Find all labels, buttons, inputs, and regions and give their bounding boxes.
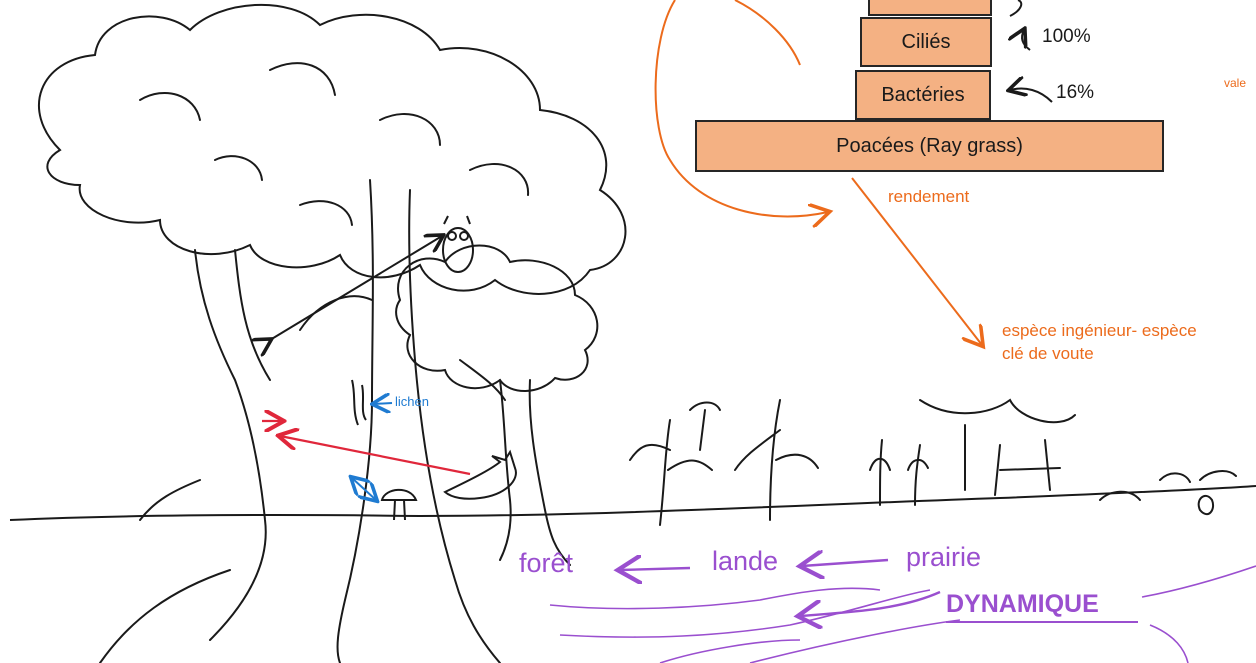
lichen-arrow: [374, 403, 393, 404]
pct-arrow-16: [1010, 89, 1053, 103]
tree-canopy-large: [38, 3, 627, 295]
arrow-lande-to-foret: [620, 568, 691, 570]
pyramid-level-bacteries: Bactéries: [855, 70, 991, 120]
mushroom-arrow: [352, 478, 376, 500]
note-espece-line2: clé de voute: [1002, 344, 1094, 363]
pct-arrow-top: [1009, 0, 1023, 17]
pyramid-label-poacees: Poacées (Ray grass): [836, 134, 1023, 157]
pyramid-level-cilies: Ciliés: [860, 17, 992, 67]
orange-arrow-espece: [851, 177, 982, 345]
note-espece-line1: espèce ingénieur- espèce: [1002, 321, 1197, 340]
owl-sketch: [442, 215, 474, 273]
tree-trunks: [99, 179, 501, 663]
prairie-plants: [629, 398, 1237, 526]
pyramid-level-top: [868, 0, 992, 16]
mushroom-sketch: [380, 488, 418, 521]
percentage-16: 16%: [1056, 82, 1095, 103]
fox-arrow: [280, 436, 471, 476]
pyramid-label-cilies: Ciliés: [901, 30, 951, 53]
dynamique-title: DYNAMIQUE: [946, 590, 1099, 618]
stage-lande: lande: [712, 546, 779, 576]
pyramid-level-poacees: Poacées (Ray grass): [695, 120, 1164, 172]
purple-flow-lines: [549, 565, 1256, 663]
percentage-100: 100%: [1042, 26, 1091, 47]
pct-arrow-100: [1022, 30, 1031, 51]
stage-foret: forêt: [519, 548, 574, 578]
owl-arrow: [270, 236, 442, 340]
label-lichen: lichen: [395, 394, 429, 409]
lichen-sketch: [351, 379, 367, 426]
pyramid-label-bacteries: Bactéries: [881, 83, 965, 106]
arrow-dynamique: [800, 590, 941, 616]
note-edge-fragment: vale: [1224, 76, 1247, 90]
arrow-prairie-to-lande: [802, 560, 889, 566]
note-rendement: rendement: [888, 187, 970, 206]
ground-line: [9, 485, 1256, 521]
tree-secondary: [395, 244, 599, 566]
fox-sketch: [443, 449, 517, 500]
orange-top-stroke: [734, 0, 801, 66]
stage-prairie: prairie: [906, 542, 982, 572]
orange-loop: [654, 0, 828, 216]
